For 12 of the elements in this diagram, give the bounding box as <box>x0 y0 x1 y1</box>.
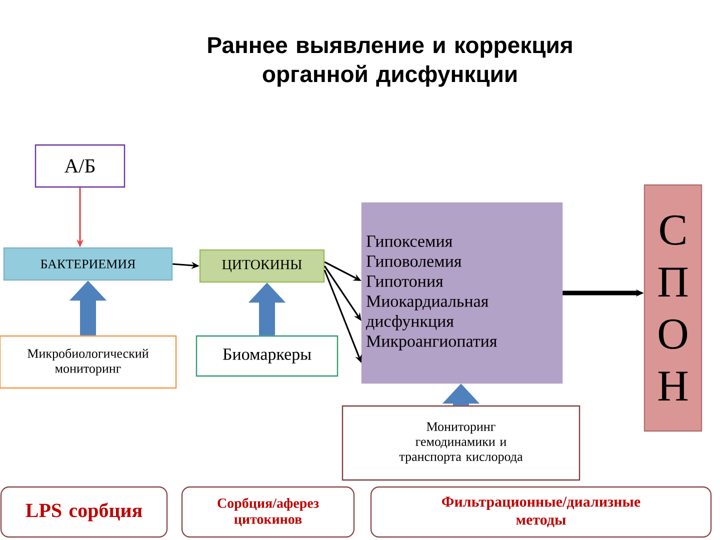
monitoring-box: Мониторинг гемодинамики и транспорта кислорода <box>342 405 580 481</box>
monitoring-box: Микробиологический мониторинг <box>0 335 177 389</box>
list-box: Гипоксемия Гиповолемия Гипотония Миокардиальная дисфункция Микроангиопатия <box>361 202 563 384</box>
title: Раннее выявление и коррекция органной дисфункции <box>208 37 572 87</box>
label-box: А/Б <box>34 144 126 188</box>
method-box: Сорбция/аферез цитокинов <box>181 486 355 538</box>
process-box: БАКТЕРИЕМИЯ <box>3 247 173 281</box>
monitoring-box: Биомаркеры <box>196 335 338 377</box>
method-box: LPS сорбция <box>0 486 168 538</box>
outcome-box: С П О Н <box>644 184 702 432</box>
process-box: ЦИТОКИНЫ <box>199 249 325 283</box>
method-box: Фильтрационные/диализные методы <box>370 486 712 538</box>
